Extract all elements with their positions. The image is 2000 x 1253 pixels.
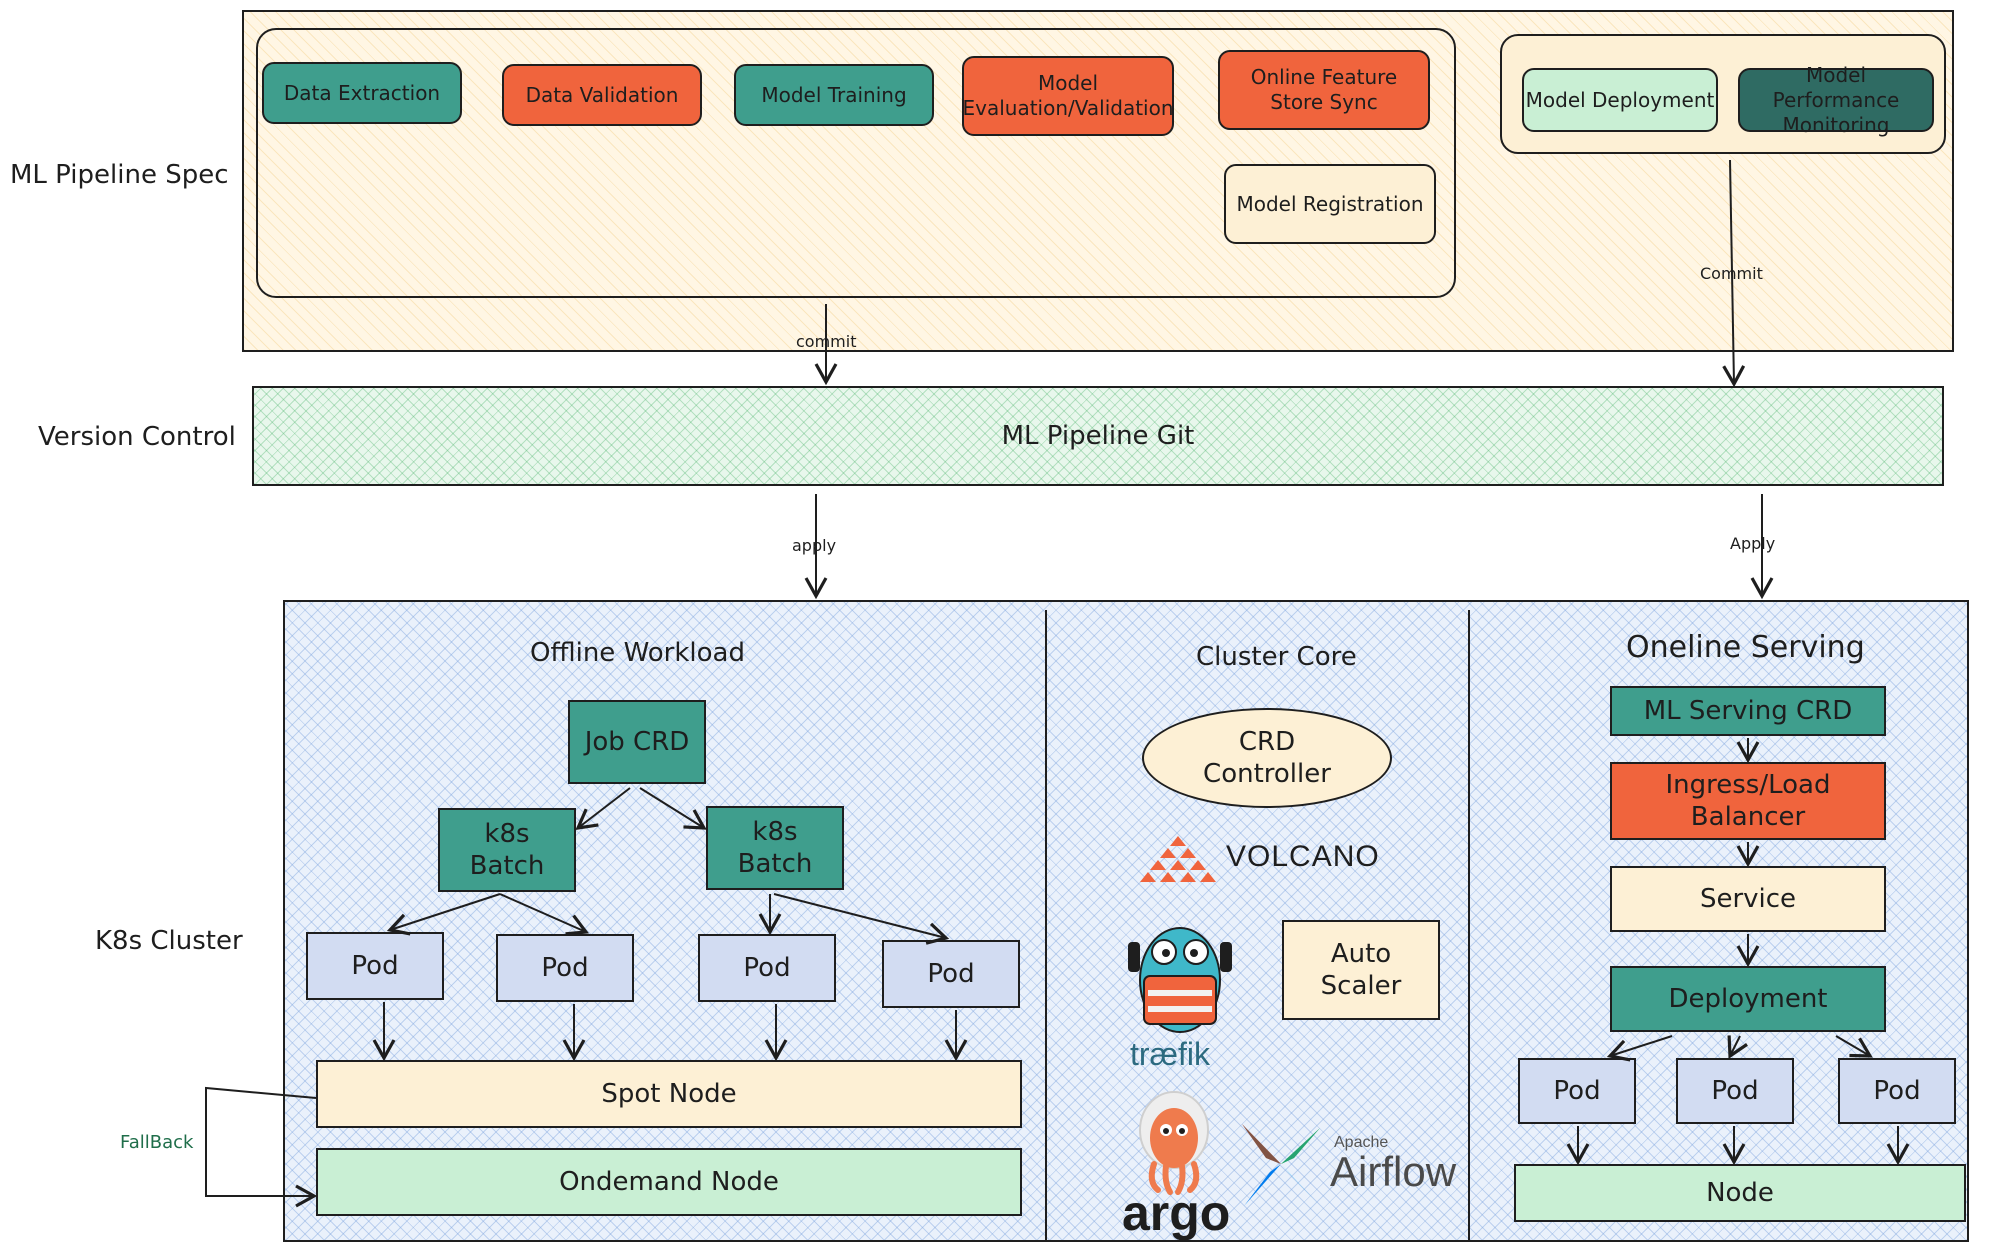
service: Service (1610, 866, 1886, 932)
stage-model-performance-monitoring: Model Performance Monitoring (1738, 63, 1934, 137)
deployment: Deployment (1610, 966, 1886, 1032)
offline-pod-1: Pod (306, 932, 444, 1000)
edge-label-apply-left: apply (792, 536, 837, 555)
online-serving-title: Oneline Serving (1626, 630, 1865, 665)
serving-pod-1: Pod (1518, 1058, 1636, 1124)
cluster-divider-left (1045, 610, 1047, 1240)
airflow-wordmark: Airflow (1330, 1148, 1457, 1195)
arrow-job-to-batch-left (575, 787, 631, 831)
serving-pod-3: Pod (1838, 1058, 1956, 1124)
offline-workload-title: Offline Workload (530, 638, 745, 668)
cluster-core-title: Cluster Core (1196, 642, 1357, 672)
edge-label-apply-right: Apply (1730, 534, 1776, 553)
edge-label-fallback: FallBack (120, 1132, 194, 1153)
ondemand-node: Ondemand Node (316, 1148, 1022, 1216)
argo-octopus-icon (1136, 1090, 1212, 1198)
stage-model-evaluation: Model Evaluation/Validation (962, 56, 1174, 136)
serving-pod-2: Pod (1676, 1058, 1794, 1124)
arrow-commit-right (1722, 159, 1746, 388)
arrow-batch-left-pod1 (386, 893, 501, 936)
stage-data-validation: Data Validation (502, 64, 702, 126)
airflow-apache-label: Apache (1334, 1134, 1389, 1151)
ml-pipeline-git: ML Pipeline Git (252, 386, 1944, 486)
stage-model-registration: Model Registration (1224, 164, 1436, 244)
k8s-batch-left: k8s Batch (438, 808, 576, 892)
offline-pod-4: Pod (882, 940, 1020, 1008)
auto-scaler: Auto Scaler (1282, 920, 1440, 1020)
arrow-batch-left-pod2 (499, 893, 590, 936)
row-label-k8s-cluster: K8s Cluster (95, 926, 243, 956)
training-pipeline-group (256, 28, 1456, 298)
arrow-fallback (205, 1086, 318, 1208)
volcano-logo-icon (1138, 834, 1218, 884)
row-label-version-control: Version Control (38, 422, 236, 452)
stage-model-deployment: Model Deployment (1522, 68, 1718, 132)
traefik-gopher-icon (1126, 918, 1234, 1038)
arrow-batch-right-pod4 (773, 893, 950, 945)
k8s-batch-right: k8s Batch (706, 806, 844, 890)
cluster-divider-right (1468, 610, 1470, 1240)
crd-controller: CRD Controller (1142, 708, 1392, 808)
arrow-job-to-batch-right (639, 787, 707, 830)
spot-node: Spot Node (316, 1060, 1022, 1128)
volcano-wordmark: VOLCANO (1226, 840, 1380, 873)
argo-wordmark: argo (1122, 1185, 1231, 1241)
row-label-pipeline-spec: ML Pipeline Spec (10, 160, 229, 190)
offline-pod-2: Pod (496, 934, 634, 1002)
stage-online-feature-store-sync: Online Feature Store Sync (1218, 50, 1430, 130)
arrow-deploy-pod3 (1835, 1035, 1873, 1058)
job-crd: Job CRD (568, 700, 706, 784)
stage-model-training: Model Training (734, 64, 934, 126)
arrow-deploy-pod1 (1606, 1035, 1673, 1062)
arrow-deploy-pod2 (1727, 1035, 1748, 1059)
ml-serving-crd: ML Serving CRD (1610, 686, 1886, 736)
airflow-pinwheel-icon (1238, 1118, 1324, 1210)
ingress-load-balancer: Ingress/Load Balancer (1610, 762, 1886, 840)
stage-data-extraction: Data Extraction (262, 62, 462, 124)
traefik-wordmark: træfik (1130, 1036, 1210, 1072)
